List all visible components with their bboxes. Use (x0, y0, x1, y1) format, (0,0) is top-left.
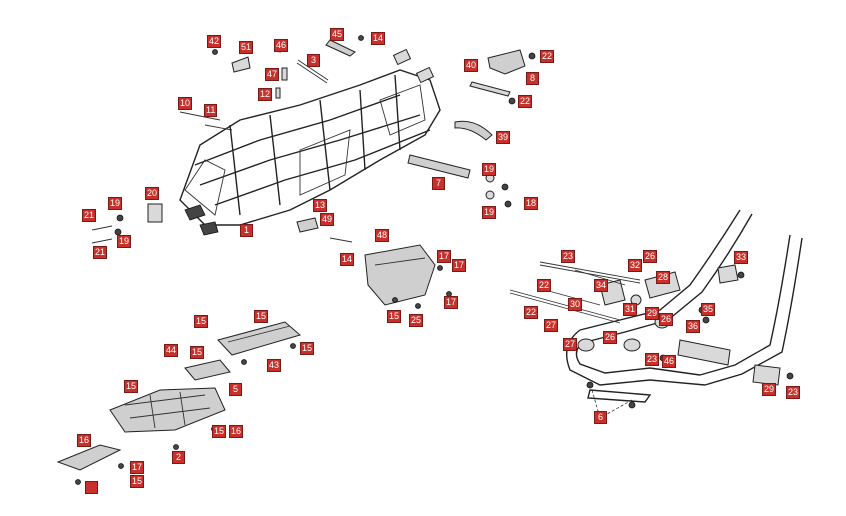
callout-36: 27 (544, 319, 559, 332)
callout-34: 22 (537, 279, 552, 292)
callout-21: 21 (82, 209, 97, 222)
callout-15: 15 (212, 425, 227, 438)
callout-13: 13 (313, 199, 328, 212)
callout-40: 40 (464, 59, 479, 72)
callout-15 (85, 481, 98, 494)
callout-5: 15 (124, 380, 139, 393)
callout-19: 19 (482, 163, 497, 176)
callout-15: 25 (409, 314, 424, 327)
callout-22: 22 (518, 95, 533, 108)
callout-33: 32 (628, 259, 643, 272)
callout-45: 45 (330, 28, 345, 41)
callout-35: 22 (524, 306, 539, 319)
callout-17: 17 (444, 296, 459, 309)
callout-22: 22 (540, 50, 555, 63)
callout-48: 48 (375, 229, 390, 242)
callout-39: 39 (496, 131, 511, 144)
callout-31: 36 (686, 320, 701, 333)
callout-20: 20 (145, 187, 160, 200)
callout-15: 43 (267, 359, 282, 372)
callout-16: 2 (172, 451, 185, 464)
callout-29: 23 (786, 386, 801, 399)
callout-10: 10 (178, 97, 193, 110)
callout-22: 31 (623, 303, 638, 316)
callout-22: 30 (568, 298, 583, 311)
callout-42: 42 (207, 35, 222, 48)
callout-51: 51 (239, 41, 254, 54)
callout-28: 34 (594, 279, 609, 292)
callout-16: 17 (130, 461, 145, 474)
callout-44: 15 (190, 346, 205, 359)
callout-43: 44 (164, 344, 179, 357)
main-frame (179, 48, 441, 236)
callout-8: 8 (526, 72, 539, 85)
callout-23: 6 (594, 411, 607, 424)
callout-46: 29 (762, 383, 777, 396)
callout-25: 23 (561, 250, 576, 263)
callout-11: 11 (204, 104, 218, 117)
callout-26: 27 (563, 338, 578, 351)
frame-small-parts (91, 35, 536, 244)
callout-15: 16 (229, 425, 244, 438)
callout-23: 46 (662, 355, 677, 368)
callout-26: 28 (656, 271, 671, 284)
skid-plates (56, 321, 302, 485)
callout-15: 5 (229, 383, 242, 396)
callout-17: 15 (387, 310, 402, 323)
callout-6: 15 (254, 310, 269, 323)
callout-32: 26 (643, 250, 658, 263)
callout-17: 17 (437, 250, 452, 263)
callout-19: 19 (482, 206, 497, 219)
callout-30: 29 (645, 307, 660, 320)
callout-7: 7 (432, 177, 445, 190)
callout-3: 3 (307, 54, 320, 67)
callout-19: 19 (117, 235, 132, 248)
callout-17: 17 (452, 259, 467, 272)
callout-15: 15 (300, 342, 315, 355)
callout-15: 15 (194, 315, 209, 328)
callout-21: 21 (93, 246, 108, 259)
callout-1: 1 (240, 224, 253, 237)
callout-46: 46 (274, 39, 289, 52)
callout-17: 15 (130, 475, 145, 488)
callout-23: 33 (734, 251, 749, 264)
callout-2: 16 (77, 434, 92, 447)
callout-26: 23 (645, 353, 660, 366)
callout-12: 12 (258, 88, 273, 101)
callout-14: 14 (340, 253, 355, 266)
callout-14: 14 (371, 32, 386, 45)
callout-18: 18 (524, 197, 539, 210)
callout-19: 19 (108, 197, 123, 210)
callout-27: 26 (659, 313, 674, 326)
center-bracket (364, 244, 452, 309)
callout-49: 49 (320, 213, 335, 226)
callout-29: 35 (701, 303, 716, 316)
callout-47: 47 (265, 68, 280, 81)
callout-27: 26 (603, 331, 618, 344)
